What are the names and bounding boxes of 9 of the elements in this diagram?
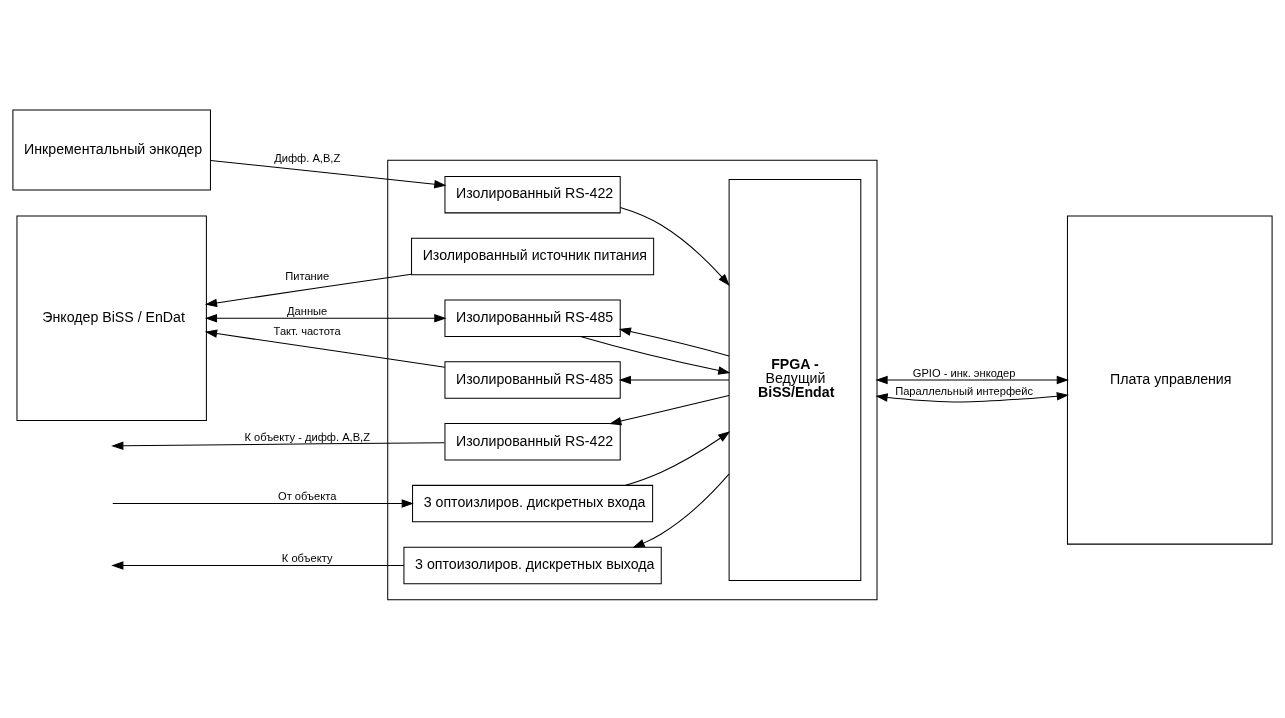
- edge-label: Параллельный интерфейс: [895, 385, 1034, 398]
- edge-label: GPIO - инк. энкодер: [912, 366, 1016, 379]
- edge-label: Данные: [287, 304, 328, 317]
- edge-label: К объекту - дифф. A,B,Z: [244, 430, 370, 443]
- edge-label: Питание: [285, 269, 330, 282]
- edge-label: Дифф. A,B,Z: [274, 152, 341, 165]
- edge-label: От объекта: [278, 490, 337, 503]
- edge-label: Такт. частота: [273, 325, 341, 338]
- edge-label: К объекту: [281, 552, 333, 565]
